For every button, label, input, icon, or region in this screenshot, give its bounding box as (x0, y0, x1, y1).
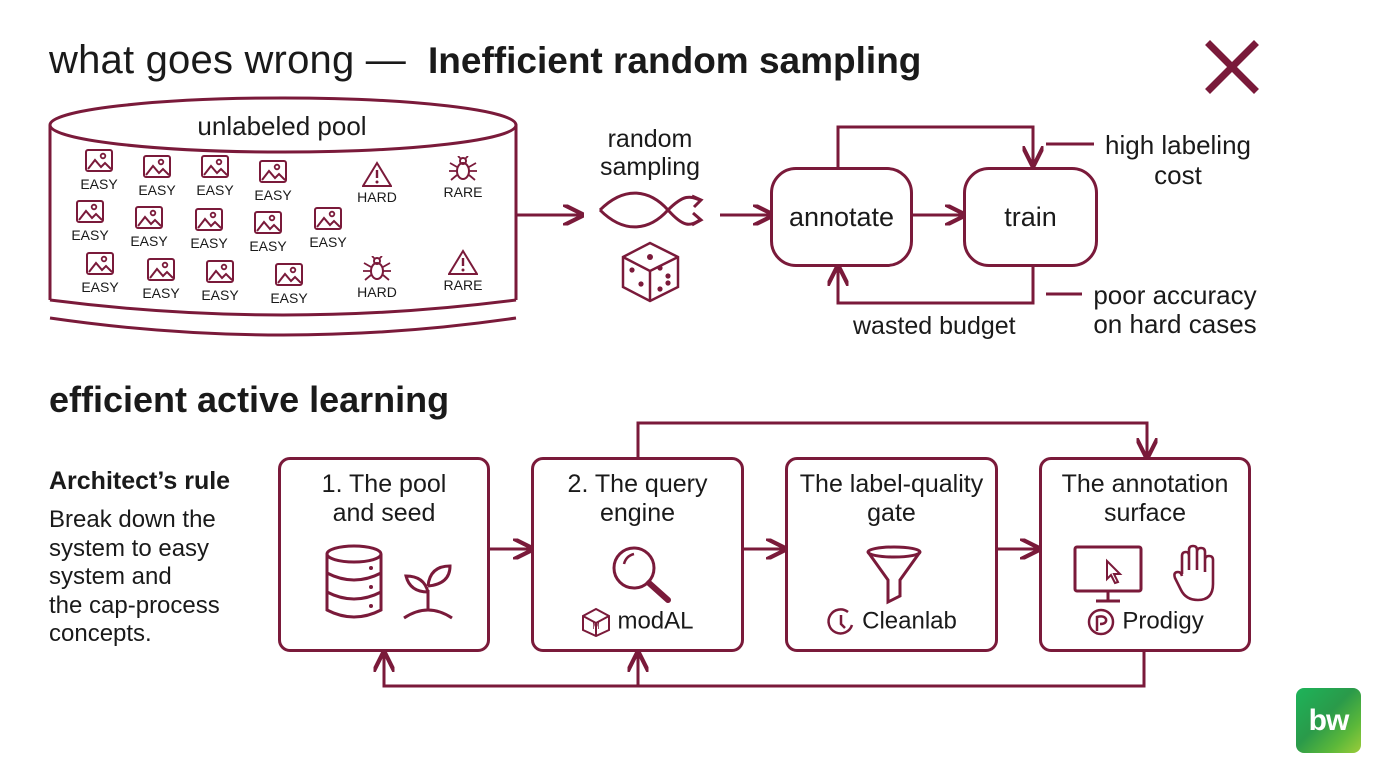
tool-label: Cleanlab (862, 607, 957, 635)
pool-item: EASY (253, 159, 293, 203)
image-icon (206, 260, 234, 283)
section-title: efficient active learning (49, 379, 450, 420)
pool-item-label: EASY (138, 182, 176, 198)
bug-icon (363, 256, 391, 281)
monitor-cursor-icon (1073, 545, 1143, 603)
tool-modal: M modAL (534, 607, 741, 638)
stage-title: 1. The pool and seed (321, 470, 447, 527)
bug-icon (449, 156, 477, 181)
stage-title: 2. The query engine (567, 470, 708, 527)
pool-item: RARE (443, 249, 483, 293)
pool-item-label: RARE (443, 277, 483, 293)
pool-item-label: EASY (81, 279, 119, 295)
tool-label: modAL (617, 607, 694, 635)
seedling-icon (403, 564, 453, 620)
image-icon (86, 252, 114, 275)
accuracy-note: poor accuracy on hard cases (1093, 280, 1257, 339)
image-icon (275, 263, 303, 286)
dice-icon (621, 241, 680, 303)
pool-item: EASY (80, 251, 120, 295)
pool-item: HARD (357, 256, 397, 300)
pool-item: EASY (70, 199, 110, 243)
image-icon (259, 160, 287, 183)
annotate-label: annotate (788, 201, 895, 232)
pool-item: EASY (141, 257, 181, 301)
pool-item: EASY (129, 205, 169, 249)
pool-item-label: EASY (270, 290, 308, 306)
tool-prodigy: Prodigy (1042, 607, 1248, 637)
pool-item-label: RARE (443, 184, 483, 200)
pool-item-label: EASY (249, 238, 287, 254)
stage-pool-seed: 1. The pool and seed (278, 457, 490, 652)
train-label: train (1004, 201, 1057, 232)
brand-logo: bw (1296, 688, 1361, 753)
image-icon (143, 155, 171, 178)
cost-note: high labeling cost (1104, 130, 1252, 190)
warning-icon (362, 161, 392, 187)
annotate-node: annotate (770, 167, 913, 267)
pool-item: EASY (200, 259, 240, 303)
image-icon (254, 211, 282, 234)
pool-item: EASY (79, 148, 119, 192)
pool-item: EASY (137, 154, 177, 198)
pool-item: EASY (195, 154, 235, 198)
pool-item: HARD (357, 161, 397, 205)
pool-item-label: EASY (254, 187, 292, 203)
image-icon (147, 258, 175, 281)
stage-title: The label-quality gate (799, 470, 984, 527)
svg-text:M: M (593, 621, 601, 631)
image-icon (201, 155, 229, 178)
pool-item-label: EASY (201, 287, 239, 303)
pool-item-label: EASY (196, 182, 234, 198)
pool-item-label: EASY (80, 176, 118, 192)
image-icon (314, 207, 342, 230)
pool-item-label: EASY (190, 235, 228, 251)
pool-item: EASY (189, 207, 229, 251)
prodigy-logo-icon (1088, 608, 1115, 636)
pool-label: unlabeled pool (197, 111, 367, 141)
brand-logo-text: bw (1308, 703, 1350, 737)
pool-item: EASY (248, 210, 288, 254)
stage-annotation-surface: The annotation surface Prodigy (1039, 457, 1251, 652)
stage-label-quality-gate: The label-quality gate Cleanlab (785, 457, 998, 652)
pool-item-label: EASY (130, 233, 168, 249)
database-icon (325, 544, 383, 619)
cleanlab-logo-icon (827, 608, 854, 635)
modal-logo-icon: M (582, 607, 611, 638)
header-title: Inefficient random sampling (428, 40, 922, 81)
pool-item-label: EASY (71, 227, 109, 243)
stage-query-engine: 2. The query engine M modAL (531, 457, 744, 652)
tool-cleanlab: Cleanlab (788, 607, 995, 637)
image-icon (76, 200, 104, 223)
hand-icon (1173, 544, 1215, 602)
header-prefix: what goes wrong — (49, 38, 406, 82)
wasted-note: wasted budget (853, 312, 1016, 340)
stage-title: The annotation surface (1061, 470, 1229, 527)
random-sampling-label: random sampling (599, 125, 701, 181)
tool-label: Prodigy (1122, 607, 1204, 635)
funnel-icon (866, 545, 922, 605)
search-icon (612, 546, 671, 603)
pool-item-label: HARD (357, 189, 397, 205)
warning-icon (448, 249, 478, 275)
rule-title: Architect’s rule (49, 467, 231, 495)
pool-item-label: EASY (142, 285, 180, 301)
image-icon (195, 208, 223, 231)
pool-item: EASY (308, 206, 348, 250)
pool-item-label: EASY (309, 234, 347, 250)
image-icon (135, 206, 163, 229)
rule-body: Break down the system to easy system and… (49, 506, 220, 647)
train-node: train (963, 167, 1098, 267)
pool-item-label: HARD (357, 284, 397, 300)
pool-item: EASY (269, 262, 309, 306)
image-icon (85, 149, 113, 172)
close-icon (1205, 40, 1259, 94)
pool-item: RARE (443, 156, 483, 200)
